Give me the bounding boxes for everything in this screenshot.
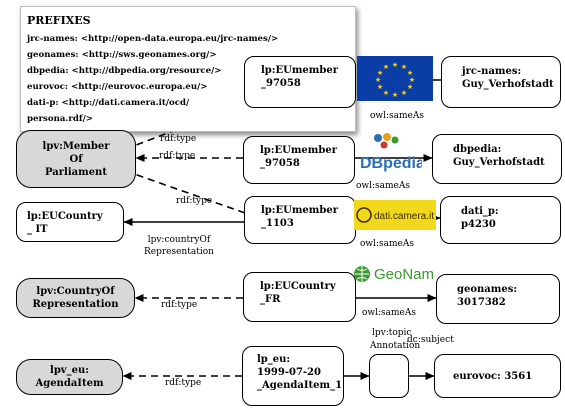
geonames-logo: GeoNames	[353, 262, 450, 290]
node-member-1103: lp:EUmember _1103	[244, 196, 356, 244]
svg-text:★: ★	[392, 61, 398, 69]
dati-logo-text: dati.camera.it	[374, 211, 434, 222]
label-subject: dc:subject	[407, 335, 454, 345]
node-dbpedia-label: dbpedia: Guy_Verhofstadt	[453, 144, 545, 168]
svg-text:★: ★	[392, 91, 398, 99]
class-country-of-rep-label: lpv:CountryOf Representation	[32, 286, 119, 310]
svg-text:★: ★	[401, 89, 407, 97]
label-owl-1: owl:sameAs	[370, 111, 424, 121]
node-eurovoc-label: eurovoc: 3561	[453, 371, 533, 382]
svg-text:★: ★	[383, 89, 389, 97]
geonames-globe-icon	[354, 266, 370, 282]
dbpedia-bubbles-icon	[374, 133, 399, 149]
node-geonames: geonames: 3017382	[436, 274, 560, 324]
svg-text:★: ★	[407, 83, 413, 91]
prefix-line-dati: dati-p: <http://dati.camera.it/ocd/	[27, 98, 190, 108]
geonames-logo-text: GeoNames	[374, 266, 433, 283]
svg-text:★: ★	[377, 69, 383, 77]
class-member-of-parliament: lpv:Member Of Parliament	[16, 130, 136, 188]
prefix-line-eurovoc: eurovoc: <http://eurovoc.europa.eu/>	[27, 82, 208, 92]
label-topic: lpv:topic	[372, 328, 412, 338]
label-country-of-rep: lpv:countryOf Representation	[144, 235, 214, 257]
node-eucountry-fr-label: lp:EUCountry _FR	[260, 281, 336, 305]
node-eucountry-it: lp:EUCountry _ IT	[16, 202, 124, 242]
node-dbpedia: dbpedia: Guy_Verhofstadt	[432, 134, 562, 184]
dbpedia-logo: DBpedia	[354, 132, 425, 180]
label-rdf-4: rdf:type	[161, 300, 198, 310]
node-eucountry-it-label: lp:EUCountry _ IT	[27, 211, 103, 235]
svg-text:★: ★	[383, 63, 389, 71]
svg-text:★: ★	[407, 69, 413, 77]
svg-text:★: ★	[409, 76, 415, 84]
node-eucountry-fr: lp:EUCountry _FR	[243, 272, 356, 322]
node-member-a-label: lp:EUmember _97058	[261, 65, 338, 89]
label-owl-2: owl:sameAs	[356, 181, 410, 191]
label-owl-3: owl:sameAs	[360, 239, 414, 249]
node-annotation-blank	[369, 354, 409, 398]
prefix-line-persona: persona.rdf/>	[27, 114, 93, 124]
edge-type-3	[122, 169, 246, 214]
class-country-of-representation: lpv:CountryOf Representation	[16, 278, 135, 318]
prefixes-title: PREFIXES	[27, 14, 91, 27]
prefix-line-dbpedia: dbpedia: <http://dbpedia.org/resource/>	[27, 66, 222, 76]
label-rdf-5: rdf:type	[165, 378, 202, 388]
dati-camera-logo: dati.camera.it	[354, 200, 436, 230]
svg-text:★: ★	[375, 76, 381, 84]
node-eurovoc: eurovoc: 3561	[434, 354, 561, 398]
node-dati: dati_p: p4230	[440, 196, 561, 244]
label-annotation: Annotation	[370, 341, 421, 351]
eu-flag-logo: ★★★ ★★★ ★★★ ★★★	[357, 56, 433, 101]
prefix-line-geonames: geonames: <http://sws.geonames.org/>	[27, 50, 217, 60]
label-rdf-3: rdf:type	[176, 196, 213, 206]
node-agenda-label: lp_eu: 1999-07-20 _AgendaItem_1	[257, 354, 343, 391]
node-jrc-names: jrc-names: Guy_Verhofstadt	[441, 56, 561, 108]
node-member-97058-b: lp:EUmember _97058	[243, 136, 355, 184]
label-rdf-2: rdf:type	[159, 151, 196, 161]
node-jrc-label: jrc-names: Guy_Verhofstadt	[462, 66, 554, 90]
class-member-label: lpv:Member Of Parliament	[42, 140, 110, 178]
class-agenda-item: lpv_eu: AgendaItem	[16, 359, 123, 395]
svg-text:★: ★	[377, 83, 383, 91]
node-dati-label: dati_p: p4230	[461, 206, 499, 230]
label-owl-4: owl:sameAs	[362, 308, 416, 318]
svg-text:★: ★	[401, 63, 407, 71]
node-agenda-item-1: lp_eu: 1999-07-20 _AgendaItem_1	[242, 346, 344, 406]
label-rdf-1: rdf:type	[160, 134, 197, 144]
prefix-line-jrc: jrc-names: <http://open-data.europa.eu/j…	[27, 34, 279, 44]
node-member-97058-a: lp:EUmember _97058	[244, 56, 356, 108]
node-member-c-label: lp:EUmember _1103	[261, 205, 338, 229]
node-geonames-label: geonames: 3017382	[457, 284, 518, 308]
node-member-b-label: lp:EUmember _97058	[260, 145, 337, 169]
class-agenda-item-label: lpv_eu: AgendaItem	[35, 365, 104, 389]
dbpedia-logo-text: DBpedia	[360, 155, 422, 172]
